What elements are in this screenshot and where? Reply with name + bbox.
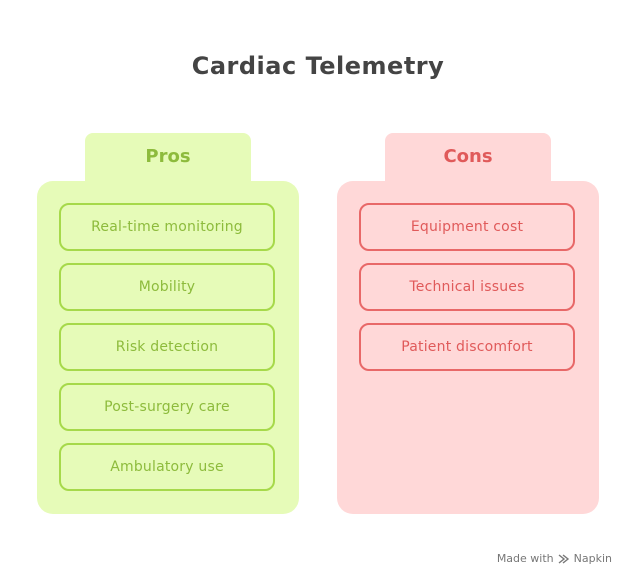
diagram-title: Cardiac Telemetry — [191, 52, 445, 80]
cons-item: Technical issues — [359, 263, 575, 311]
made-with-text: Made with — [496, 552, 554, 565]
cons-item: Equipment cost — [359, 203, 575, 251]
pros-heading: Pros — [85, 133, 251, 181]
napkin-logo-icon — [558, 553, 570, 565]
pros-item: Post-surgery care — [59, 383, 275, 431]
cons-panel: Equipment cost Technical issues Patient … — [337, 181, 599, 514]
pros-item: Ambulatory use — [59, 443, 275, 491]
pros-item: Mobility — [59, 263, 275, 311]
cons-heading: Cons — [385, 133, 551, 181]
cons-item: Patient discomfort — [359, 323, 575, 371]
pros-panel: Real-time monitoring Mobility Risk detec… — [37, 181, 299, 514]
brand-text: Napkin — [573, 552, 612, 565]
pros-item: Real-time monitoring — [59, 203, 275, 251]
pros-item: Risk detection — [59, 323, 275, 371]
footer-attribution: Made with Napkin — [497, 552, 612, 565]
